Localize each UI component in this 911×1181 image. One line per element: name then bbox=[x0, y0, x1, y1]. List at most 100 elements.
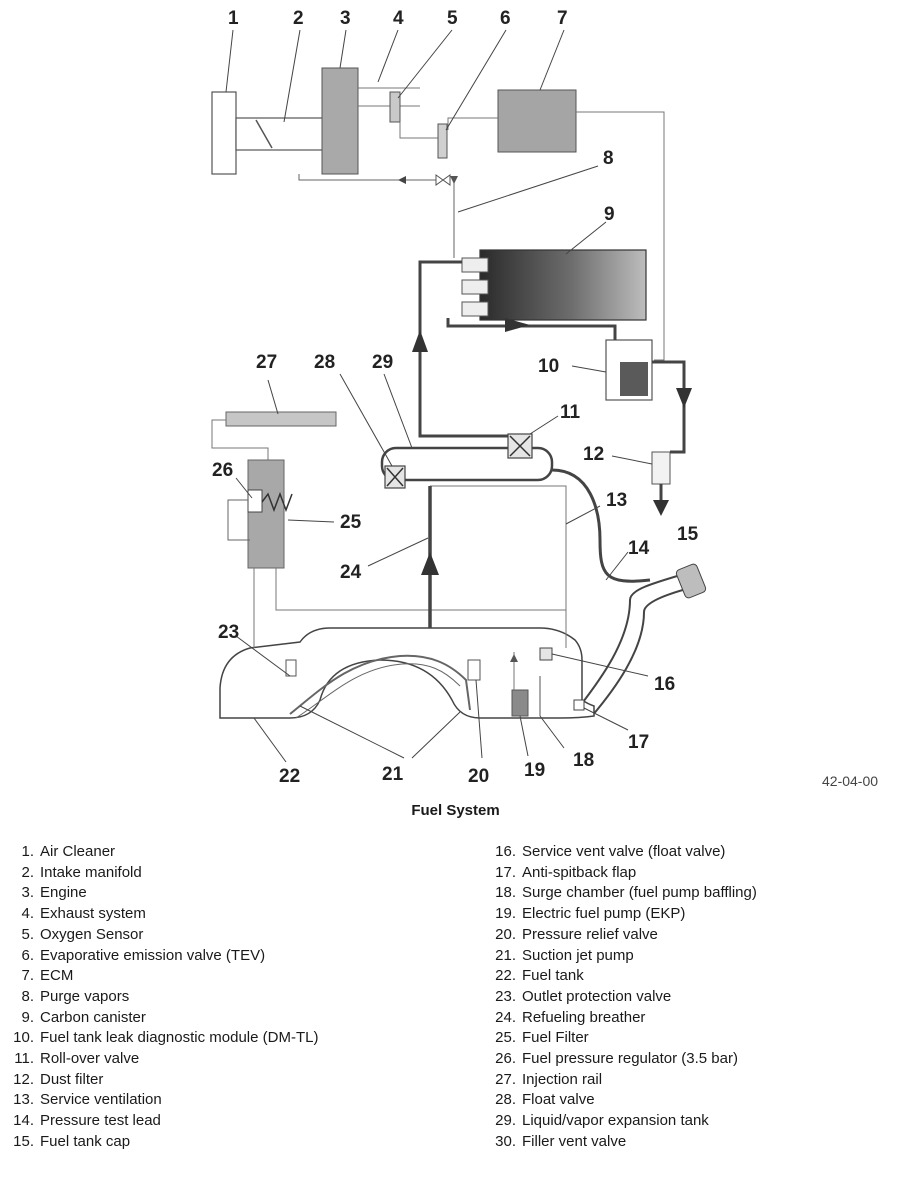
float-valve-cross bbox=[386, 467, 404, 487]
legend-number: 24. bbox=[495, 1008, 516, 1026]
legend-text: Roll-over valve bbox=[40, 1050, 140, 1068]
legend-text: Exhaust system bbox=[40, 905, 146, 923]
legend-text: Purge vapors bbox=[40, 987, 130, 1005]
pump-feed-arrow bbox=[510, 654, 518, 662]
callout-16: 16 bbox=[654, 674, 675, 695]
injection-rail bbox=[225, 411, 337, 427]
legend-number: 18. bbox=[495, 884, 516, 902]
legend-text: Dust filter bbox=[40, 1070, 104, 1088]
callout-10: 10 bbox=[538, 356, 559, 377]
figure-ref-code: 42-04-00 bbox=[822, 773, 878, 789]
legend-number: 3. bbox=[21, 884, 34, 902]
dmtl-to-filter-line bbox=[652, 360, 686, 454]
filter-return-line bbox=[275, 568, 566, 611]
callout-25: 25 bbox=[340, 512, 362, 533]
callout-19: 19 bbox=[524, 760, 545, 781]
legend-number: 6. bbox=[21, 946, 34, 964]
dmtl-to-canister-line bbox=[446, 318, 617, 340]
anti-spitback-flap bbox=[573, 699, 585, 711]
legend-number: 30. bbox=[495, 1132, 516, 1150]
legend-item: 19.Electric fuel pump (EKP) bbox=[488, 904, 757, 925]
callout-12: 12 bbox=[583, 444, 604, 465]
legend-text: Air Cleaner bbox=[40, 843, 116, 860]
engine bbox=[321, 67, 359, 175]
legend-text: Liquid/vapor expansion tank bbox=[522, 1112, 709, 1130]
legend-item: 21. Suction jet pump bbox=[488, 946, 757, 967]
legend-left-column: 1.Air Cleaner 2.Intake manifold 3.Engine… bbox=[6, 842, 318, 1153]
pressure-relief-valve bbox=[467, 659, 481, 681]
carbon-canister bbox=[479, 249, 647, 321]
legend-item: 17. Anti-spitback flap bbox=[488, 863, 757, 884]
legend-text: Refueling breather bbox=[522, 1008, 646, 1026]
canister-port bbox=[461, 301, 489, 317]
callout-27: 27 bbox=[256, 352, 277, 373]
callout-3: 3 bbox=[340, 8, 351, 29]
callout-1: 1 bbox=[228, 8, 239, 29]
legend-number: 4. bbox=[21, 905, 34, 923]
legend-number: 2. bbox=[21, 863, 34, 881]
suction-jet-pump-line bbox=[295, 663, 461, 719]
legend-number: 11. bbox=[14, 1050, 34, 1068]
legend-number: 21. bbox=[495, 946, 516, 964]
legend-number: 14. bbox=[13, 1112, 34, 1130]
legend-number: 27. bbox=[495, 1070, 516, 1088]
canister-port bbox=[461, 279, 489, 295]
legend-item: 11. Roll-over valve bbox=[6, 1049, 318, 1070]
legend-number: 17. bbox=[495, 863, 516, 881]
legend-number: 10. bbox=[13, 1029, 34, 1047]
legend-text: Float valve bbox=[522, 1091, 595, 1109]
leader-lines bbox=[225, 29, 653, 763]
callout-4: 4 bbox=[393, 8, 404, 29]
legend-item: 8. Purge vapors bbox=[6, 987, 318, 1008]
callout-6: 6 bbox=[500, 8, 511, 29]
legend-number: 16. bbox=[495, 843, 516, 860]
legend-text: Fuel pressure regulator (3.5 bar) bbox=[522, 1050, 738, 1068]
vent-up-arrow bbox=[412, 330, 428, 352]
legend-item: 20.Pressure relief valve bbox=[488, 925, 757, 946]
legend-text: Anti-spitback flap bbox=[522, 863, 637, 881]
callout-17: 17 bbox=[628, 732, 649, 753]
legend-item: 13.Service ventilation bbox=[6, 1090, 318, 1111]
legend-item: 14. Pressure test lead bbox=[6, 1111, 318, 1132]
legend-text: Carbon canister bbox=[40, 1008, 146, 1026]
callout-7: 7 bbox=[557, 8, 568, 29]
legend-item: 26.Fuel pressure regulator (3.5 bar) bbox=[488, 1049, 757, 1070]
legend-item: 3.Engine bbox=[6, 883, 318, 904]
legend-number: 8. bbox=[21, 987, 34, 1005]
roll-over-valve-cross bbox=[509, 435, 531, 457]
callout-22: 22 bbox=[279, 766, 300, 787]
legend-item: 24. Refueling breather bbox=[488, 1008, 757, 1029]
legend-text: Pressure test lead bbox=[40, 1112, 161, 1130]
legend-number: 5. bbox=[21, 925, 34, 943]
fuel-tank bbox=[219, 627, 595, 719]
legend-text: Outlet protection valve bbox=[522, 987, 672, 1005]
legend-text: Evaporative emission valve (TEV) bbox=[40, 946, 266, 964]
dust-filter bbox=[651, 451, 671, 485]
legend-item: 28.Float valve bbox=[488, 1090, 757, 1111]
oxygen-sensor bbox=[389, 91, 401, 123]
legend-item: 16.Service vent valve (float valve) bbox=[488, 842, 757, 863]
callout-9: 9 bbox=[604, 204, 615, 225]
canister-flow-arrow bbox=[505, 318, 530, 332]
ecm bbox=[497, 89, 577, 153]
purge-arrow bbox=[398, 176, 406, 184]
legend-text: Suction jet pump bbox=[522, 946, 634, 964]
legend-item: 7.ECM bbox=[6, 966, 318, 987]
callout-11: 11 bbox=[560, 402, 581, 423]
legend-text: ECM bbox=[40, 967, 74, 985]
legend-text: Fuel Filter bbox=[522, 1029, 589, 1047]
legend-item: 12.Dust filter bbox=[6, 1070, 318, 1091]
legend-item: 1.Air Cleaner bbox=[6, 842, 318, 863]
fuel-filter bbox=[247, 459, 285, 569]
ecm-wire bbox=[447, 117, 498, 130]
legend-number: 22. bbox=[495, 967, 516, 985]
legend-item: 6. Evaporative emission valve (TEV) bbox=[6, 946, 318, 967]
callout-5: 5 bbox=[447, 8, 458, 29]
suction-jet-pump-line bbox=[289, 654, 471, 715]
callout-13: 13 bbox=[606, 490, 627, 511]
regulator-return-line bbox=[227, 499, 250, 541]
legend-text: Injection rail bbox=[522, 1070, 603, 1088]
legend-item: 22.Fuel tank bbox=[488, 966, 757, 987]
breather-up-arrow bbox=[421, 552, 439, 575]
legend-number: 25. bbox=[495, 1029, 516, 1047]
